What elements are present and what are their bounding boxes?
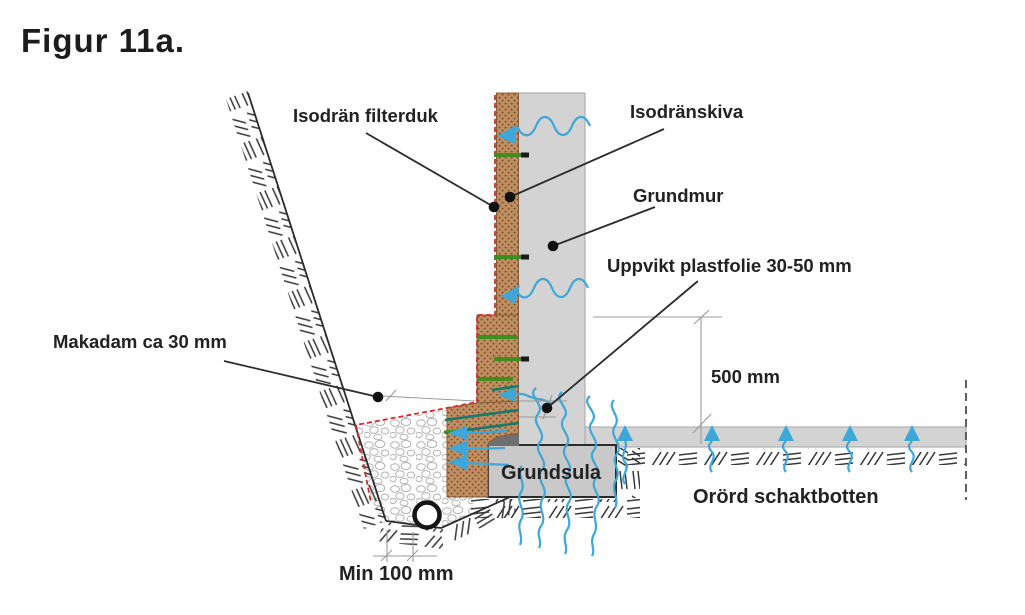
dimension-lines bbox=[373, 309, 722, 562]
label-grundsula: Grundsula bbox=[501, 462, 602, 484]
label-makadam: Makadam ca 30 mm bbox=[53, 331, 227, 352]
moisture-arrows bbox=[448, 115, 620, 557]
filter-cloth-line bbox=[355, 95, 496, 504]
figure-title: Figur 11a. bbox=[21, 22, 185, 59]
excavation-slope-hatch bbox=[226, 91, 386, 529]
label-min-100-mm: Min 100 mm bbox=[339, 563, 453, 585]
label-isodranskiva: Isodränskiva bbox=[630, 101, 744, 122]
label-500-mm: 500 mm bbox=[711, 366, 780, 387]
drain-pipe bbox=[412, 500, 442, 530]
capillary-up-arrows bbox=[617, 425, 920, 485]
leader-lines bbox=[223, 128, 699, 414]
label-grundmur: Grundmur bbox=[633, 185, 723, 206]
macadam-fill bbox=[356, 410, 473, 528]
foundation-wall bbox=[518, 92, 586, 446]
label-uppvikt-plastfolie: Uppvikt plastfolie 30-50 mm bbox=[607, 255, 852, 276]
water-arrow-left-icon bbox=[497, 125, 517, 144]
label-orord-schaktbotten: Orörd schaktbotten bbox=[693, 486, 879, 508]
board-fasteners bbox=[477, 152, 529, 381]
label-isodran-filterduk: Isodrän filterduk bbox=[293, 105, 439, 126]
